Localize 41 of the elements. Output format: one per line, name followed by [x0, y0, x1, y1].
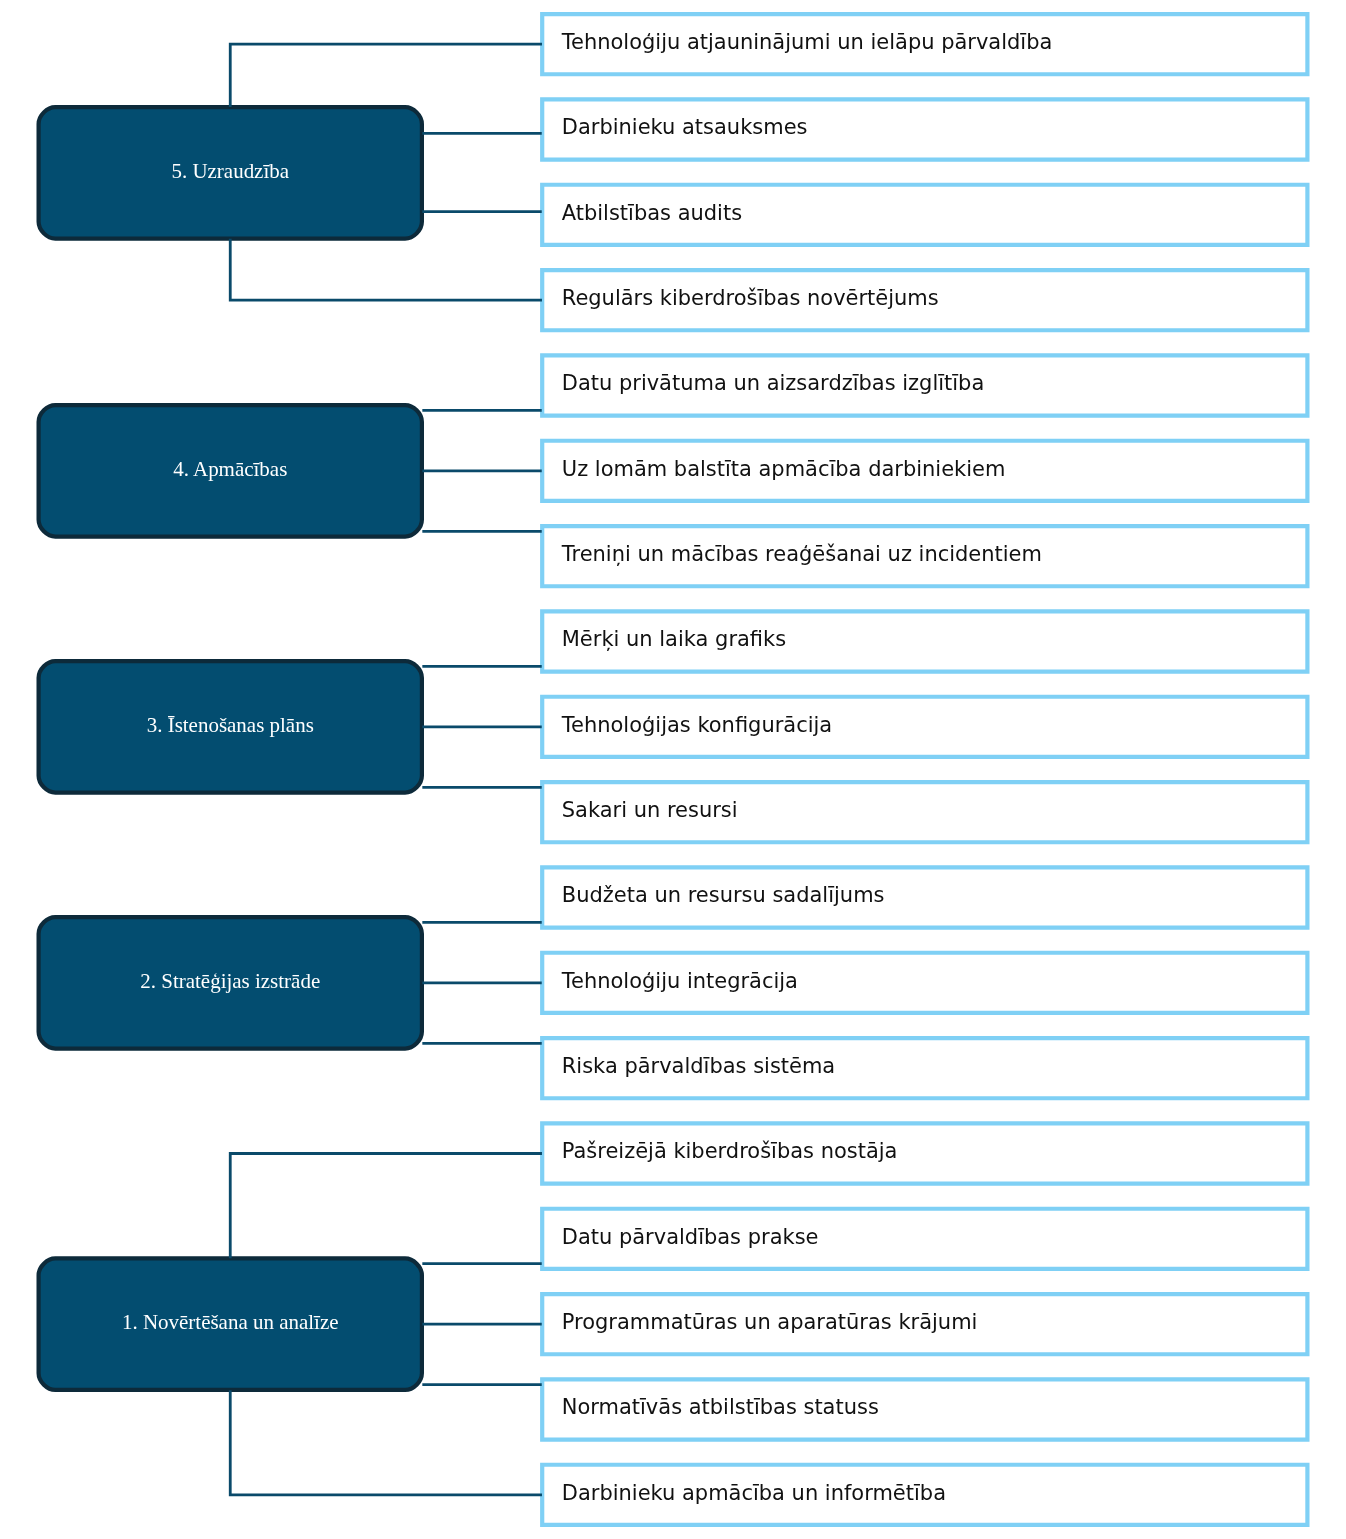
node-box: Datu pārvaldības prakse: [540, 1206, 1310, 1271]
node-box: 3. Īstenošanas plāns: [36, 659, 424, 795]
node-box: Uz lomām balstīta apmācība darbiniekiem: [540, 438, 1310, 503]
connector: [422, 920, 542, 924]
node-box: 4. Apmācības: [36, 402, 424, 539]
connector: [422, 529, 542, 533]
node-box: Mērķi un laika grafiks: [540, 609, 1310, 674]
connector: [422, 469, 542, 473]
node-box: Tehnoloģiju atjauninājumi un ielāpu pārvaldība: [540, 12, 1310, 77]
node-box: Regulārs kiberdrošības novērtējums: [540, 268, 1310, 333]
connector: [228, 42, 542, 107]
node-box: Datu privātuma un aizsardzības izglītība: [540, 353, 1310, 418]
connector: [422, 785, 542, 789]
connector: [422, 1322, 542, 1326]
node-box: Budžeta un resursu sadalījums: [540, 865, 1310, 930]
node-box: Pašreizējā kiberdrošības nostāja: [540, 1121, 1310, 1186]
node-box: Tehnoloģiju integrācija: [540, 950, 1310, 1015]
connector: [228, 238, 542, 302]
connector: [422, 210, 542, 214]
node-box: Programmatūras un aparatūras krājumi: [540, 1292, 1310, 1357]
node-box: Riska pārvaldības sistēma: [540, 1036, 1310, 1101]
node-box: 2. Stratēģijas izstrāde: [36, 915, 424, 1051]
node-box: Normatīvās atbilstības statuss: [540, 1377, 1310, 1442]
connector: [422, 408, 542, 412]
connector: [228, 1152, 542, 1259]
connector: [422, 131, 542, 135]
connector: [422, 981, 542, 985]
node-box: Darbinieku apmācība un informētība: [540, 1462, 1310, 1527]
node-box: Darbinieku atsauksmes: [540, 97, 1310, 162]
connector: [422, 1041, 542, 1045]
node-box: Atbilstības audits: [540, 182, 1310, 247]
node-box: Tehnoloģijas konfigurācija: [540, 694, 1310, 759]
node-box: Treniņi un mācības reaģēšanai uz incidentiem: [540, 524, 1310, 589]
connector: [422, 1262, 542, 1266]
node-box: 1. Novērtēšana un analīze: [36, 1256, 424, 1392]
node-box: Sakari un resursi: [540, 780, 1310, 845]
connector: [422, 725, 542, 729]
connector: [228, 1390, 542, 1497]
connector: [422, 1383, 542, 1387]
node-box: 5. Uzraudzība: [36, 105, 424, 241]
connector: [422, 664, 542, 668]
